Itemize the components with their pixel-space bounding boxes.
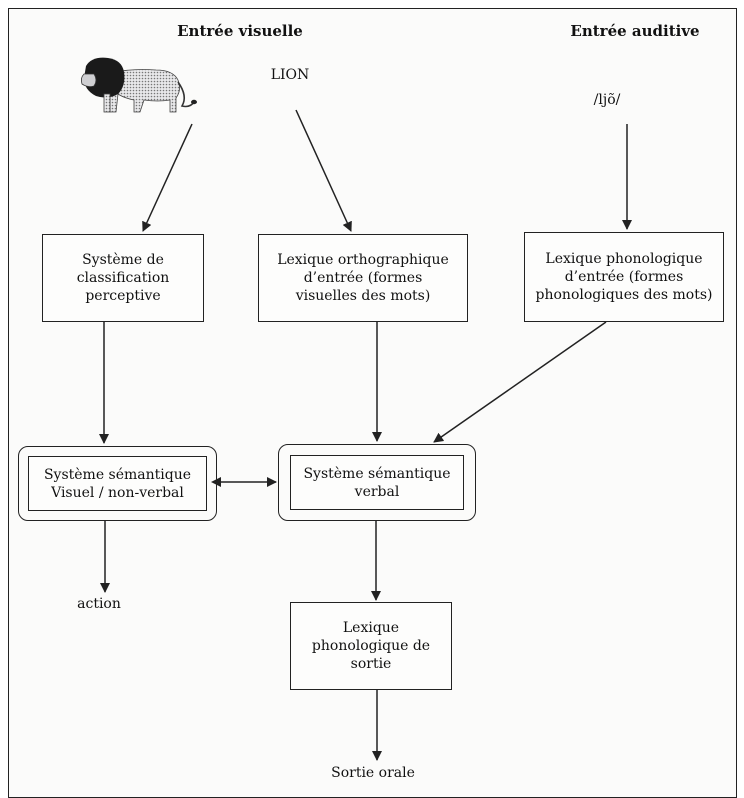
- box-phonological-output-lexicon-label: Lexique phonologique de sortie: [311, 620, 431, 672]
- box-verbal-semantic-system-label: Système sémantique verbal: [303, 465, 451, 500]
- box-perceptual-classification-label: Système de classification perceptive: [76, 252, 170, 304]
- arrow-phonological-to-verbal-semantic: [433, 321, 607, 443]
- box-phonological-output-lexicon: Lexique phonologique de sortie: [290, 602, 452, 690]
- output-action: action: [77, 596, 121, 612]
- box-verbal-semantic-system: Système sémantique verbal: [290, 455, 464, 510]
- box-orthographic-input-lexicon-label: Lexique orthographique d’entrée (formes …: [277, 252, 449, 304]
- output-oral: Sortie orale: [331, 765, 415, 781]
- box-orthographic-input-lexicon: Lexique orthographique d’entrée (formes …: [258, 234, 468, 322]
- arrow-lion-to-classification: [142, 123, 193, 232]
- arrow-lion-word-to-orthographic: [295, 109, 352, 232]
- box-visual-semantic-system: Système sémantique Visuel / non-verbal: [28, 456, 207, 511]
- arrows-layer: [99, 109, 632, 761]
- box-perceptual-classification: Système de classification perceptive: [42, 234, 204, 322]
- input-written-word: LION: [270, 67, 310, 83]
- box-phonological-input-lexicon-label: Lexique phonologique d’entrée (formes ph…: [535, 251, 713, 303]
- input-phonetic-word: /ljõ/: [593, 92, 621, 108]
- box-phonological-input-lexicon: Lexique phonologique d’entrée (formes ph…: [524, 232, 724, 322]
- header-visual-input: Entrée visuelle: [177, 22, 303, 40]
- lion-picture-icon: [80, 57, 197, 113]
- header-auditory-input: Entrée auditive: [570, 22, 700, 40]
- box-visual-semantic-system-label: Système sémantique Visuel / non-verbal: [43, 466, 192, 501]
